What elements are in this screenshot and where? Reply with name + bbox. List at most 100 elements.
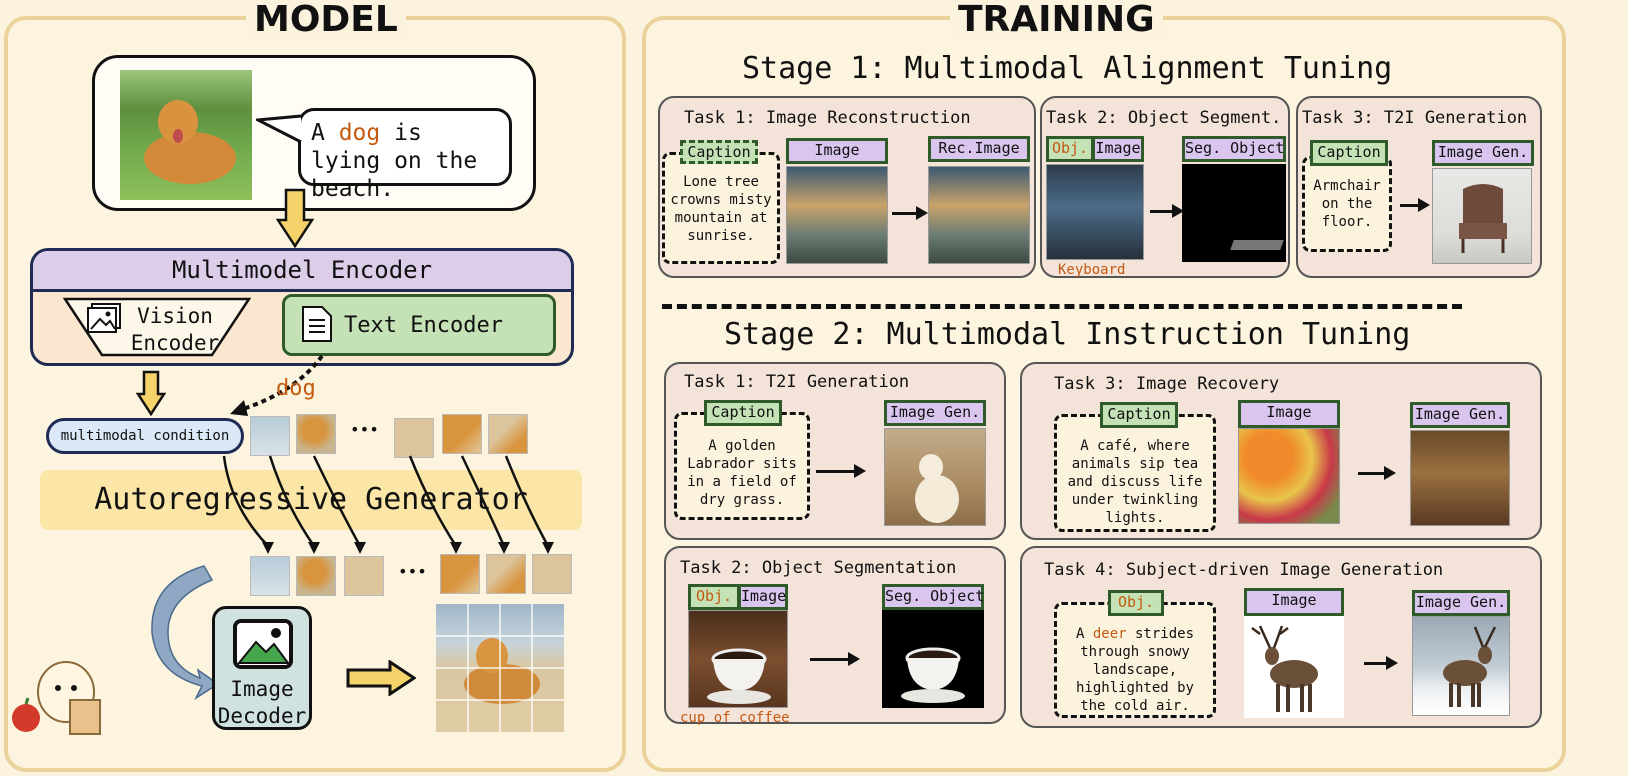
- stage1-task3-caption-tag: Caption: [1310, 140, 1388, 166]
- stage1-task3-title: Task 3: T2I Generation: [1302, 108, 1528, 128]
- coffee-cup-illustration: [707, 648, 771, 704]
- stage2-task1-caption: A golden Labrador sits in a field of dry…: [674, 412, 810, 520]
- stage-separator: [662, 304, 1462, 309]
- output-token-ellipsis: •••: [398, 562, 427, 581]
- document-icon: [302, 306, 332, 342]
- stage2-task3-output-image: [1410, 430, 1510, 526]
- stage1-task2-input-image: [1046, 164, 1144, 260]
- output-token-3: [344, 556, 384, 596]
- stage2-task4-caption-highlight: deer: [1092, 626, 1127, 642]
- stage2-task3-title: Task 3: Image Recovery: [1054, 374, 1280, 394]
- stage1-task3-caption: Armchair on the floor.: [1302, 156, 1392, 252]
- stage2-task3-caption: A café, where animals sip tea and discus…: [1054, 414, 1216, 532]
- stage1-task2-output-tag: Seg. Object: [1182, 136, 1286, 162]
- encoder-header: Multimodel Encoder: [33, 251, 571, 292]
- down-arrow-small-icon: [136, 370, 166, 416]
- stage1-task2-arrow: [1150, 204, 1184, 218]
- stage1-task1-output-image: [928, 166, 1030, 264]
- input-token-4: [442, 414, 482, 454]
- input-token-5: [488, 414, 528, 454]
- speech-tail: [256, 114, 302, 144]
- stage1-task3-output-tag: Image Gen.: [1432, 140, 1534, 166]
- stage2-task2-output-tag: Seg. Object: [882, 584, 984, 610]
- stage2-task2-arrow: [810, 652, 860, 666]
- stage1-task1-input-image: [786, 166, 888, 264]
- deer-in-snow-illustration: [1443, 626, 1497, 707]
- vision-encoder-label: Vision Encoder: [130, 304, 220, 355]
- right-arrow-icon: [346, 660, 416, 696]
- speech-highlight: dog: [338, 120, 381, 146]
- stage2-task1-output-image: [884, 428, 986, 526]
- stage2-task1-output-tag: Image Gen.: [884, 400, 986, 426]
- output-token-5: [486, 554, 526, 594]
- stage2-task1-caption-tag: Caption: [704, 400, 782, 426]
- image-decoder-label: Image Decoder: [217, 677, 307, 728]
- stage1-task3-arrow: [1400, 198, 1430, 212]
- dog-illustration: [144, 100, 236, 184]
- token-flow-lines: [222, 455, 554, 554]
- token-dotted-arrow: [230, 354, 324, 416]
- stage1-task1-caption-tag: Caption: [680, 140, 758, 164]
- input-token-1: [250, 416, 290, 456]
- stage1-task2-title: Task 2: Object Segment.: [1046, 108, 1282, 128]
- stage2-task4-image-tag: Image: [1244, 588, 1344, 616]
- stage1-task1-arrow: [892, 206, 928, 220]
- stage2-task4-caption-suffix: strides through snowy landscape, highlig…: [1075, 626, 1194, 714]
- keyboard-mask: [1230, 240, 1284, 250]
- stage2-task1-title: Task 1: T2I Generation: [684, 372, 910, 392]
- armchair-illustration: [1459, 184, 1507, 253]
- input-token-2: [296, 414, 336, 454]
- stage2-task3-arrow: [1358, 466, 1396, 480]
- image-icon: [87, 303, 121, 333]
- stage2-task3-output-tag: Image Gen.: [1410, 402, 1510, 428]
- stage1-task2-output-image: [1182, 164, 1286, 262]
- stage1-task1-caption: Lone tree crowns misty mountain at sunri…: [662, 152, 780, 264]
- stage1-task3-output-image: [1432, 168, 1532, 264]
- stage2-task3-image-tag: Image: [1238, 400, 1340, 428]
- segmented-cup-illustration: [901, 647, 965, 703]
- stage1-task2-obj-label: Keyboard: [1058, 262, 1126, 278]
- stage2-title: Stage 2: Multimodal Instruction Tuning: [724, 317, 1411, 352]
- stage2-task4-caption: A deer strides through snowy landscape, …: [1054, 602, 1216, 718]
- stage2-task2-output-image: [882, 610, 984, 708]
- stage1-title: Stage 1: Multimodal Alignment Tuning: [742, 51, 1393, 86]
- alpaca-mascot-icon: [12, 661, 101, 735]
- stage2-task4-input-image: [1244, 616, 1344, 718]
- labrador-illustration: [915, 454, 959, 523]
- stage1-task1-image-tag: Image: [786, 138, 888, 164]
- input-token-ellipsis: •••: [350, 420, 379, 439]
- down-arrow-icon: [276, 188, 314, 248]
- output-dog-grid: [436, 604, 564, 732]
- stage2-task2-title: Task 2: Object Segmentation: [680, 558, 957, 578]
- stage2-task4-obj-tag: Obj.: [1108, 590, 1164, 616]
- stage2-task3-caption-tag: Caption: [1100, 402, 1178, 428]
- output-token-2: [296, 556, 336, 596]
- stage1-task1-title: Task 1: Image Reconstruction: [684, 108, 971, 128]
- output-token-4: [440, 554, 480, 594]
- multimodal-condition-pill: multimodal condition: [46, 418, 244, 454]
- speech-bubble: A dog is lying on the beach.: [298, 108, 512, 202]
- input-token-3: [394, 418, 434, 458]
- text-encoder-label: Text Encoder: [344, 313, 503, 338]
- output-token-1: [250, 556, 290, 596]
- stage1-task1-output-tag: Rec.Image: [928, 136, 1030, 162]
- deer-illustration: [1251, 625, 1318, 712]
- stage2-task4-title: Task 4: Subject-driven Image Generation: [1044, 560, 1444, 580]
- output-dog-image: [436, 604, 564, 732]
- dog-photo: [120, 70, 252, 200]
- speech-text-suffix: is lying on the beach.: [311, 120, 478, 202]
- stage2-task2-obj-label: cup of coffee: [680, 710, 790, 726]
- stage2-task4-arrow: [1364, 656, 1398, 670]
- stage1-task2-image-tag: Image: [1092, 136, 1144, 162]
- output-token-6: [532, 554, 572, 594]
- stage2-task1-arrow: [816, 464, 866, 478]
- speech-text-prefix: A: [311, 120, 339, 146]
- stage2-task4-output-image: [1412, 616, 1510, 716]
- stage2-task2-input-image: [688, 610, 788, 708]
- stage2-task2-image-tag: Image: [738, 584, 788, 610]
- training-title: TRAINING: [950, 0, 1163, 40]
- picture-icon: [233, 619, 293, 669]
- stage2-task3-input-image: [1238, 428, 1340, 524]
- stage1-task2-obj-tag: Obj.: [1046, 136, 1094, 162]
- stage2-task2-obj-tag: Obj.: [688, 584, 740, 610]
